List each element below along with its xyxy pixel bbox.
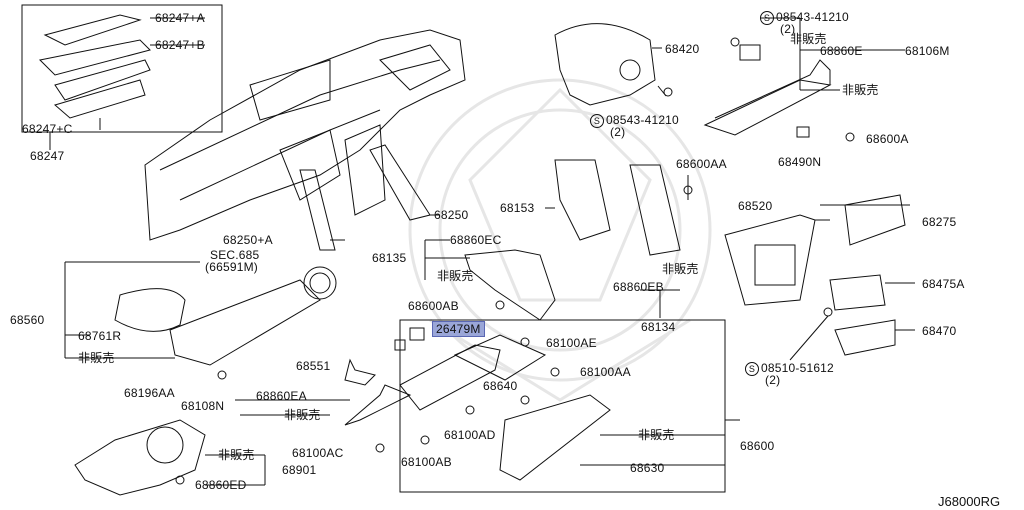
glove-box-lid: [499, 394, 611, 481]
label-68275[interactable]: 68275: [922, 215, 957, 229]
diagram-reference-code: J68000RG: [938, 494, 1001, 509]
label-68100AD[interactable]: 68100AD: [444, 428, 496, 442]
label-68250A[interactable]: 68250+A: [223, 233, 273, 247]
label-not-for-sale-5: 非販売: [78, 351, 115, 365]
label-not-for-sale-2: 非販売: [842, 83, 879, 97]
label-68860E[interactable]: 68860E: [820, 44, 863, 58]
meter-hood: [554, 23, 656, 106]
label-68470[interactable]: 68470: [922, 324, 957, 338]
label-68630[interactable]: 68630: [630, 461, 665, 475]
label-68100AE[interactable]: 68100AE: [546, 336, 597, 350]
label-68860EB[interactable]: 68860EB: [613, 280, 664, 294]
assembly-box-68600: [399, 319, 726, 493]
label-68600[interactable]: 68600: [740, 439, 775, 453]
label-68108N[interactable]: 68108N: [181, 399, 225, 413]
label-68600A[interactable]: 68600A: [866, 132, 909, 146]
label-68100AA[interactable]: 68100AA: [580, 365, 631, 379]
label-68100AB[interactable]: 68100AB: [401, 455, 452, 469]
label-68860EA[interactable]: 68860EA: [256, 389, 307, 403]
label-68640[interactable]: 68640: [483, 379, 518, 393]
label-68153[interactable]: 68153: [500, 201, 535, 215]
panel-68135: [464, 249, 556, 321]
center-bezel: [724, 214, 816, 306]
label-68520[interactable]: 68520: [738, 199, 773, 213]
label-68860EC[interactable]: 68860EC: [450, 233, 502, 247]
screw-symbol: S: [590, 113, 604, 128]
label-not-for-sale-3: 非販売: [437, 269, 474, 283]
label-68860ED[interactable]: 68860ED: [195, 478, 247, 492]
assembly-box-68247: [21, 4, 223, 133]
label-68600AA-top[interactable]: 68600AA: [676, 157, 727, 171]
label-68106M[interactable]: 68106M: [905, 44, 950, 58]
console-68901: [74, 419, 206, 496]
label-68420[interactable]: 68420: [665, 42, 700, 56]
bracket-68153: [554, 159, 611, 241]
air-duct: [114, 288, 186, 332]
label-68100AC[interactable]: 68100AC: [292, 446, 344, 460]
label-68250[interactable]: 68250: [434, 208, 469, 222]
label-sec685-sub: (66591M): [205, 260, 258, 274]
label-68560[interactable]: 68560: [10, 313, 45, 327]
label-68247B[interactable]: 68247+B: [155, 38, 205, 52]
label-not-for-sale-6: 非販売: [284, 408, 321, 422]
label-26479M-highlighted[interactable]: 26479M: [432, 321, 485, 337]
label-68490N[interactable]: 68490N: [778, 155, 822, 169]
label-sec685[interactable]: SEC.685: [210, 248, 260, 262]
label-08543-b-text: 08543-41210: [606, 113, 679, 127]
screw-symbol: S: [760, 10, 774, 25]
label-68196AA[interactable]: 68196AA: [124, 386, 175, 400]
screw-symbol: S: [745, 361, 759, 376]
label-68247[interactable]: 68247: [30, 149, 65, 163]
label-68135[interactable]: 68135: [372, 251, 407, 265]
label-68901[interactable]: 68901: [282, 463, 317, 477]
label-screw-08510-qty: (2): [765, 373, 781, 387]
label-not-for-sale-1: 非販売: [790, 32, 827, 46]
label-68247A[interactable]: 68247+A: [155, 11, 205, 25]
lower-panel: [703, 79, 832, 136]
label-08510-text: 08510-51612: [761, 361, 834, 375]
label-68551[interactable]: 68551: [296, 359, 331, 373]
label-not-for-sale-8: 非販売: [218, 448, 255, 462]
label-68475A[interactable]: 68475A: [922, 277, 965, 291]
label-screw-08543-b-qty: (2): [610, 125, 626, 139]
label-68247C[interactable]: 68247+C: [22, 122, 73, 136]
label-screw-08543-a-qty: (2): [780, 22, 796, 36]
label-68134[interactable]: 68134: [641, 320, 676, 334]
label-68761R[interactable]: 68761R: [78, 329, 122, 343]
label-not-for-sale-7: 非販売: [638, 428, 675, 442]
label-08543-a-text: 08543-41210: [776, 10, 849, 24]
dashboard-panel: [144, 29, 466, 241]
label-68600AB[interactable]: 68600AB: [408, 299, 459, 313]
label-not-for-sale-4: 非販売: [662, 262, 699, 276]
